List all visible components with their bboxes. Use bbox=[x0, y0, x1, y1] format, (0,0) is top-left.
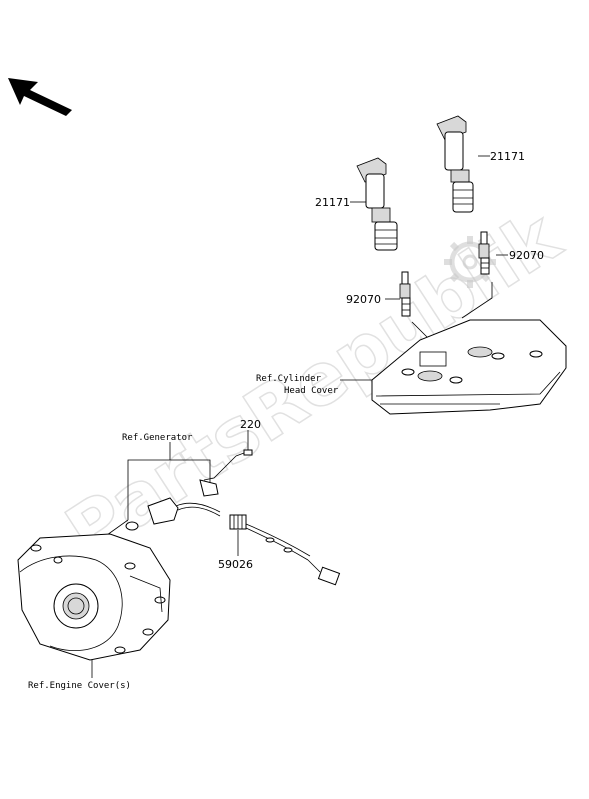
ignition-coil-left bbox=[350, 157, 398, 251]
callout-coil-right: 21171 bbox=[490, 150, 525, 163]
front-direction-arrow-icon bbox=[8, 78, 72, 116]
callout-coil-left: 21171 bbox=[315, 196, 350, 209]
spark-plug-right bbox=[461, 231, 508, 319]
callout-plug-left: 92070 bbox=[346, 293, 381, 306]
pickup-sensor-harness bbox=[125, 479, 341, 586]
bolt-220 bbox=[203, 430, 253, 481]
ref-engine-cover: Ref.Engine Cover(s) bbox=[28, 681, 131, 691]
callout-plug-right: 92070 bbox=[509, 249, 544, 262]
callout-bolt: 220 bbox=[240, 418, 261, 431]
callout-harness: 59026 bbox=[218, 558, 253, 571]
cylinder-head-cover bbox=[340, 319, 567, 415]
ref-generator: Ref.Generator bbox=[122, 433, 193, 443]
ignition-coil-right bbox=[436, 115, 490, 213]
ref-cylinder-line2: Head Cover bbox=[284, 386, 339, 396]
engine-cover bbox=[17, 533, 171, 678]
ref-cylinder-line1: Ref.Cylinder bbox=[256, 374, 322, 384]
